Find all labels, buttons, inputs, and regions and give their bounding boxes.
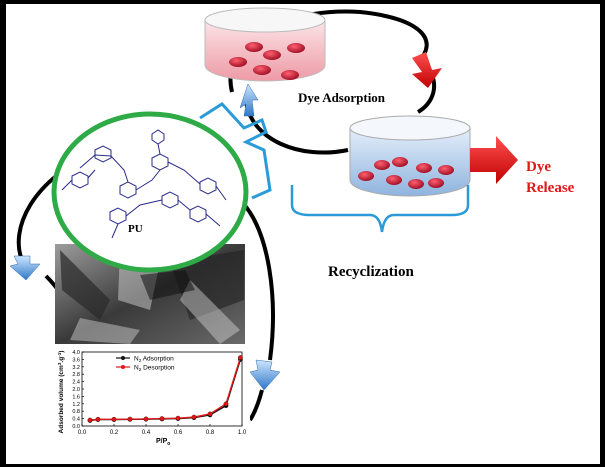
dye-dish-red xyxy=(204,7,326,82)
dye-dot xyxy=(358,171,374,181)
y-tick-label: 2.0 xyxy=(72,387,80,393)
y-tick-label: 0.8 xyxy=(72,409,80,415)
x-axis-label: P/Po xyxy=(156,438,170,447)
legend-label: N2 Adsorption xyxy=(134,355,174,363)
blue-down-arrow-left xyxy=(9,255,41,281)
x-tick-label: 1.0 xyxy=(238,430,247,436)
blue-down-arrow-right xyxy=(249,359,281,391)
pu-ellipse xyxy=(51,111,249,273)
series-point xyxy=(87,417,93,423)
series-point xyxy=(159,416,165,421)
dye-dot xyxy=(386,175,402,185)
dye-dot xyxy=(374,160,390,170)
y-tick-label: 0.4 xyxy=(72,417,80,423)
dye-adsorption-label: Dye Adsorption xyxy=(298,90,386,105)
dye-dot xyxy=(408,179,424,189)
arc-right-down xyxy=(238,198,275,361)
dye-dot xyxy=(281,70,299,80)
legend-swatch-dot xyxy=(121,356,125,360)
sem-image xyxy=(55,244,245,344)
x-tick-label: 0.4 xyxy=(142,430,151,436)
series-point xyxy=(223,401,229,407)
y-tick-label: 1.2 xyxy=(72,402,80,408)
y-tick-label: 3.2 xyxy=(72,365,80,371)
dye-dot xyxy=(245,42,263,52)
blue-up-arrow xyxy=(239,83,259,117)
pu-bracket xyxy=(199,102,272,200)
dye-dot xyxy=(229,57,247,67)
x-tick-label: 0.8 xyxy=(206,430,215,436)
chart-series xyxy=(87,355,243,423)
x-tick-label: 0.0 xyxy=(78,430,87,436)
pu-molecule xyxy=(61,129,227,239)
dye-dot xyxy=(253,65,271,75)
dye-dot xyxy=(428,178,444,188)
series-point xyxy=(191,414,197,420)
y-tick-label: 1.6 xyxy=(72,394,80,400)
series-point xyxy=(207,411,213,417)
arc-right-end xyxy=(248,389,264,422)
dye-dot xyxy=(416,163,432,173)
legend-swatch-dot xyxy=(121,365,125,369)
y-tick-label: 3.6 xyxy=(72,357,80,363)
dye-dot xyxy=(438,165,454,175)
series-point xyxy=(175,415,181,421)
y-tick-label: 2.8 xyxy=(72,372,80,378)
dye-dot xyxy=(392,157,408,167)
y-axis-label: Adsorbed volume (cm3.g-1) xyxy=(57,351,65,434)
dye-release-label-line2: Release xyxy=(526,180,575,196)
series-point xyxy=(95,416,101,422)
recyclization-label: Recyclization xyxy=(328,264,414,280)
dye-dot xyxy=(263,50,281,60)
x-tick-label: 0.6 xyxy=(174,430,183,436)
pu-structure-group: PU xyxy=(51,111,249,273)
series-point xyxy=(143,416,149,422)
dye-release-label-line1: Dye xyxy=(526,159,551,175)
series-point xyxy=(127,416,133,422)
chart-background xyxy=(50,345,250,459)
x-tick-label: 0.2 xyxy=(110,430,119,436)
series-point xyxy=(111,416,117,422)
series-point xyxy=(238,355,243,360)
legend-label: N2 Desorption xyxy=(134,364,175,372)
red-down-arrow xyxy=(412,52,442,88)
y-tick-label: 4.0 xyxy=(72,350,80,356)
y-tick-label: 2.4 xyxy=(72,380,80,386)
dye-dish-blue xyxy=(349,115,471,197)
dye-dot xyxy=(287,43,305,53)
recyclization-brace xyxy=(290,185,470,233)
y-tick-label: 0.0 xyxy=(72,424,80,430)
pu-label: PU xyxy=(128,223,143,235)
dye-release-arrow xyxy=(470,136,518,184)
